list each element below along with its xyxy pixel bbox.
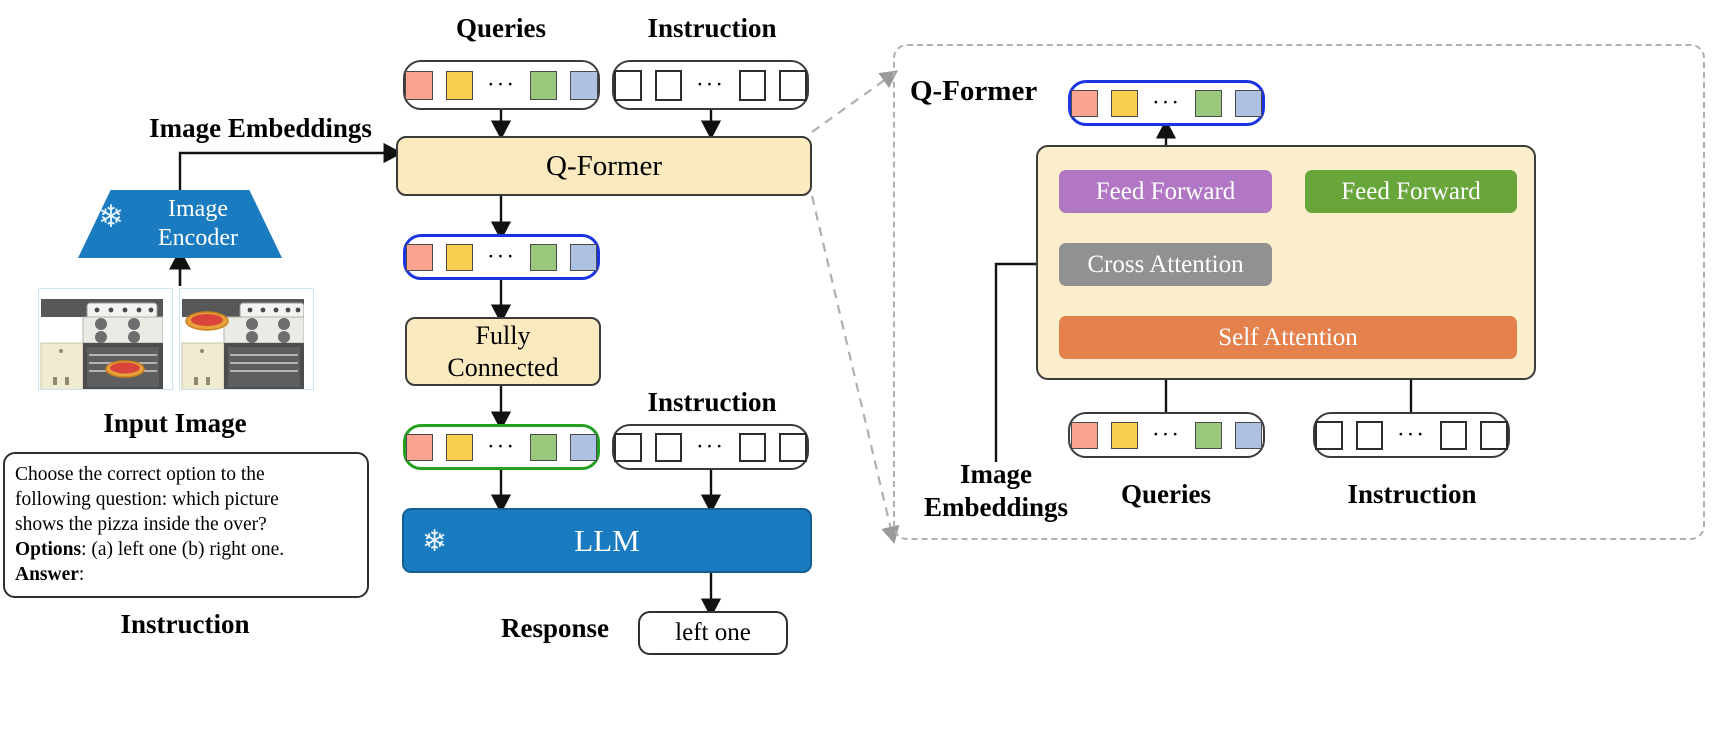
right-queries-label: Queries: [1121, 479, 1211, 509]
input-image-left[interactable]: [38, 288, 173, 390]
token-ellipsis: ···: [1152, 422, 1181, 447]
right-image-embeddings-line2: Embeddings: [923, 492, 1069, 522]
snowflake-icon: ❄: [422, 525, 448, 558]
instruction-token-2: [654, 432, 682, 462]
qformer-detail-title: Q-Former: [910, 75, 1038, 107]
qformer-detail-queries-tokens: ···: [1068, 412, 1265, 458]
right-image-embeddings-line1: Image: [960, 459, 1032, 489]
input-image-right[interactable]: [179, 288, 314, 390]
prompt-line-2: following question: which picture: [15, 489, 279, 510]
prompt-options-key: Options: [15, 539, 82, 560]
prompt-options-line: Options: (a) left one (b) right one.: [15, 537, 357, 562]
query-token-3: [1194, 421, 1222, 449]
prompt-options-value: : (a) left one (b) right one.: [81, 539, 285, 560]
cross-attention-label: Cross Attention: [1087, 250, 1244, 278]
feed-forward-right-block[interactable]: Feed Forward: [1305, 170, 1517, 213]
image-encoder-block[interactable]: ❄ Image Encoder: [78, 190, 282, 258]
response-value-box: left one: [638, 611, 788, 655]
instruction-token-3: [738, 432, 767, 462]
right-image-embeddings-label: Image Embeddings: [900, 458, 1092, 524]
image-embeddings-label: Image Embeddings: [149, 113, 372, 143]
query-token-4: [1234, 421, 1262, 449]
input-image-label: Input Image: [103, 408, 247, 438]
query-token-4: [569, 243, 597, 271]
instruction-token-strip-mid: ···: [612, 424, 809, 470]
snowflake-icon: ❄: [98, 199, 124, 234]
queries-token-strip: ···: [403, 60, 600, 110]
instruction-token-2: [1355, 420, 1383, 450]
token-ellipsis: ···: [1152, 90, 1181, 115]
query-token-1: [406, 243, 433, 271]
token-ellipsis: ···: [487, 434, 516, 459]
query-token-1: [1071, 421, 1098, 449]
prompt-answer-line: Answer:: [15, 562, 357, 587]
token-ellipsis: ···: [487, 244, 516, 269]
image-encoder-line1: Image: [168, 196, 228, 222]
feed-forward-left-block[interactable]: Feed Forward: [1059, 170, 1272, 213]
instruction-token-1: [614, 69, 642, 101]
qformer-output-token-strip: ···: [403, 234, 600, 280]
query-token-1: [1071, 89, 1098, 117]
instruction-token-1: [1315, 420, 1343, 450]
instruction-prompt-card[interactable]: Choose the correct option to the followi…: [3, 452, 369, 598]
projected-token-strip: ···: [403, 424, 600, 470]
query-token-2: [1111, 421, 1138, 449]
query-token-2: [446, 243, 473, 271]
prompt-line-3: shows the pizza inside the over?: [15, 514, 267, 535]
self-attention-label: Self Attention: [1218, 323, 1358, 351]
prompt-answer-key: Answer: [15, 564, 79, 585]
cross-attention-block[interactable]: Cross Attention: [1059, 243, 1272, 286]
instruction-token-3: [738, 69, 767, 101]
q-former-block[interactable]: Q-Former: [396, 136, 812, 196]
qformer-detail-instruction-tokens: ···: [1313, 412, 1510, 458]
instruction-token-3: [1439, 420, 1468, 450]
query-token-4: [570, 70, 598, 100]
query-token-2: [1111, 89, 1138, 117]
llm-block[interactable]: ❄ LLM: [402, 508, 812, 573]
instruction-token-strip-top: ···: [612, 60, 809, 110]
instruction-bottom-label: Instruction: [120, 609, 250, 639]
instruction-top-label: Instruction: [647, 13, 777, 43]
image-encoder-line2: Encoder: [158, 225, 238, 251]
query-token-3: [529, 243, 557, 271]
instruction-token-4: [1480, 420, 1508, 450]
token-ellipsis: ···: [696, 434, 725, 459]
query-token-1: [406, 433, 433, 461]
fully-connected-line1: Fully: [475, 320, 531, 350]
query-token-2: [446, 433, 473, 461]
self-attention-block[interactable]: Self Attention: [1059, 316, 1517, 359]
instruction-mid-label: Instruction: [647, 387, 777, 417]
qformer-detail-output-tokens: ···: [1068, 80, 1265, 126]
query-token-3: [529, 433, 557, 461]
token-ellipsis: ···: [487, 72, 516, 97]
right-instruction-label: Instruction: [1347, 479, 1477, 509]
feed-forward-left-label: Feed Forward: [1095, 177, 1236, 205]
query-token-4: [1234, 89, 1262, 117]
prompt-answer-value: :: [78, 564, 85, 585]
prompt-line-1: Choose the correct option to the: [15, 464, 265, 485]
fully-connected-block[interactable]: Fully Connected: [405, 317, 601, 386]
instruction-token-4: [779, 69, 807, 101]
qformer-detail-panel: [893, 44, 1705, 540]
llm-label: LLM: [574, 522, 640, 558]
q-former-label: Q-Former: [546, 149, 662, 182]
query-token-4: [569, 433, 597, 461]
query-token-3: [529, 70, 558, 100]
fully-connected-line2: Connected: [447, 352, 559, 382]
query-token-3: [1194, 89, 1222, 117]
instruction-token-2: [654, 69, 682, 101]
token-ellipsis: ···: [696, 72, 725, 97]
response-value: left one: [675, 619, 751, 646]
feed-forward-right-label: Feed Forward: [1341, 177, 1481, 205]
queries-label: Queries: [456, 13, 546, 43]
query-token-2: [445, 70, 473, 100]
response-label: Response: [500, 613, 609, 643]
instruction-token-4: [779, 432, 807, 462]
instruction-token-1: [614, 432, 642, 462]
query-token-1: [405, 70, 433, 100]
token-ellipsis: ···: [1397, 422, 1426, 447]
